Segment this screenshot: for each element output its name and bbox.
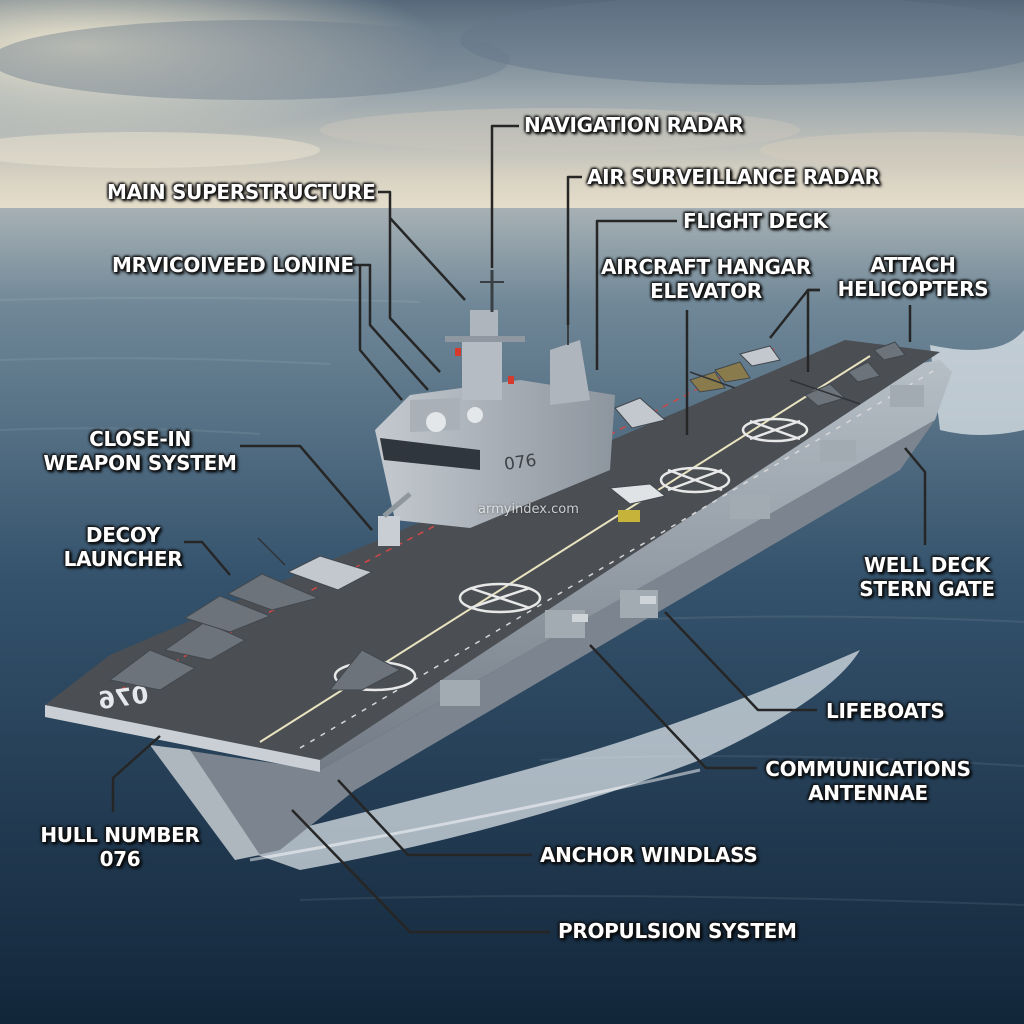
label-close-in-weapon-system-line1: CLOSE-IN <box>89 427 191 451</box>
label-decoy-launcher: DECOY LAUNCHER <box>58 523 188 571</box>
wake <box>930 330 1024 435</box>
deck-aircraft <box>108 341 906 691</box>
island-hull-number: 076 <box>503 451 538 475</box>
label-propulsion-system: PROPULSION SYSTEM <box>558 919 797 943</box>
label-close-in-weapon-system-line2: WEAPON SYSTEM <box>43 451 237 475</box>
label-well-deck-stern-gate-line2: STERN GATE <box>859 577 995 601</box>
label-lifeboats: LIFEBOATS <box>826 699 945 723</box>
label-well-deck-stern-gate: WELL DECK STERN GATE <box>852 553 1002 601</box>
label-aircraft-hangar-elevator: AIRCRAFT HANGAR ELEVATOR <box>596 255 816 303</box>
side-fittings <box>440 385 924 706</box>
label-attach-helicopters: ATTACH HELICOPTERS <box>818 253 1008 301</box>
deck-tractor <box>618 510 640 522</box>
label-flight-deck: FLIGHT DECK <box>683 209 828 233</box>
label-close-in-weapon-system: CLOSE-IN WEAPON SYSTEM <box>40 427 240 475</box>
label-decoy-launcher-line2: LAUNCHER <box>63 547 183 571</box>
flight-deck <box>45 340 940 760</box>
label-attach-helicopters-line1: ATTACH <box>870 253 956 277</box>
label-communications-antennae: COMMUNICATIONS ANTENNAE <box>756 757 980 805</box>
label-attach-helicopters-line2: HELICOPTERS <box>837 277 989 301</box>
ciws-mount <box>378 492 412 546</box>
label-air-surveillance-radar: AIR SURVEILLANCE RADAR <box>587 165 880 189</box>
label-aircraft-hangar-elevator-line2: ELEVATOR <box>650 279 762 303</box>
watermark: armyindex.com <box>478 502 579 517</box>
island-superstructure <box>375 270 615 528</box>
label-navigation-radar: NAVIGATION RADAR <box>524 113 744 137</box>
label-well-deck-stern-gate-line1: WELL DECK <box>864 553 990 577</box>
label-communications-antennae-line1: COMMUNICATIONS <box>765 757 971 781</box>
label-hull-number-line1: HULL NUMBER <box>40 823 200 847</box>
label-hull-number: HULL NUMBER 076 <box>30 823 210 871</box>
label-mrvicoiveed-lonine: MRVICOIVEED LONINE <box>112 253 354 277</box>
label-main-superstructure: MAIN SUPERSTRUCTURE <box>107 180 376 204</box>
label-aircraft-hangar-elevator-line1: AIRCRAFT HANGAR <box>601 255 811 279</box>
label-decoy-launcher-line1: DECOY <box>85 523 161 547</box>
label-communications-antennae-line2: ANTENNAE <box>808 781 928 805</box>
label-hull-number-line2: 076 <box>99 847 141 871</box>
label-anchor-windlass: ANCHOR WINDLASS <box>540 843 758 867</box>
